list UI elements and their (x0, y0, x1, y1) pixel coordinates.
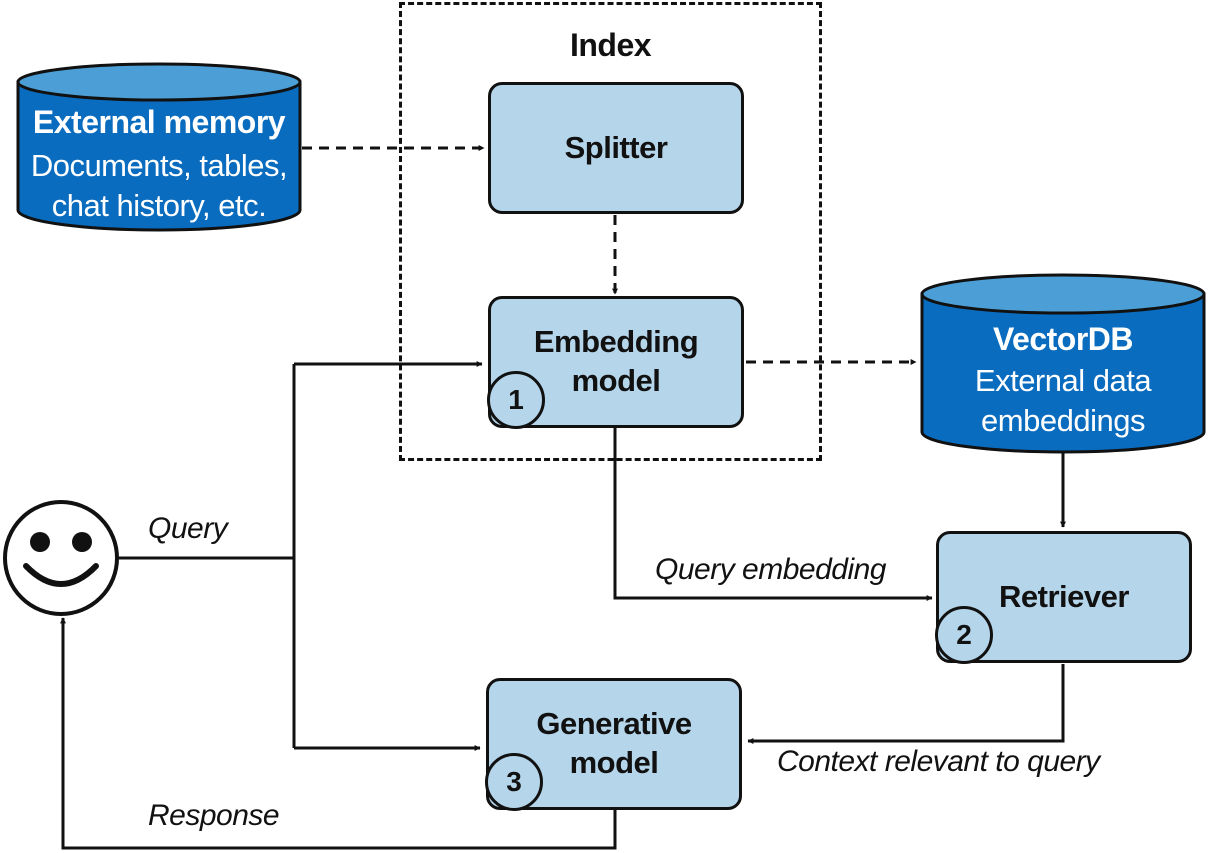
database-icon (920, 273, 1206, 454)
query-embedding-label: Query embedding (655, 553, 886, 586)
external-memory-subtitle: Documents, tables, chat history, etc. (30, 148, 288, 223)
user (2, 484, 120, 639)
edge-response (60, 617, 617, 850)
external-memory-title: External memory (32, 104, 286, 140)
step-badge-2: 2 (935, 606, 993, 664)
edge-context (747, 664, 1065, 744)
embedding-model-label: Embedding model (533, 324, 699, 398)
vectordb-subtitle: External data embeddings (974, 363, 1152, 438)
smiley-face-icon (3, 500, 119, 616)
response-label: Response (148, 799, 280, 832)
splitter-label: Splitter (564, 129, 668, 165)
retriever-label: Retriever (999, 578, 1129, 614)
step-badge-3: 3 (485, 753, 543, 811)
retriever-box: Retriever 2 (935, 531, 1192, 664)
index-group: Index (399, 2, 822, 461)
vectordb: VectorDB External data embeddings (920, 272, 1206, 454)
context-label: Context relevant to query (777, 745, 1100, 778)
embedding-model-box: Embedding model 1 (487, 296, 744, 429)
step-badge-1: 1 (487, 371, 545, 429)
query-label: Query (148, 512, 228, 545)
database-icon (16, 62, 302, 232)
edge-query-trunk (118, 364, 296, 748)
edge-query-embedding (613, 428, 933, 601)
generative-model-label: Generative model (536, 706, 692, 780)
vectordb-title: VectorDB (992, 321, 1134, 357)
splitter-box: Splitter (488, 82, 744, 214)
index-title: Index (569, 27, 652, 63)
external-memory-db: External memory Documents, tables, chat … (16, 62, 302, 232)
generative-model-box: Generative model 3 (485, 678, 742, 811)
